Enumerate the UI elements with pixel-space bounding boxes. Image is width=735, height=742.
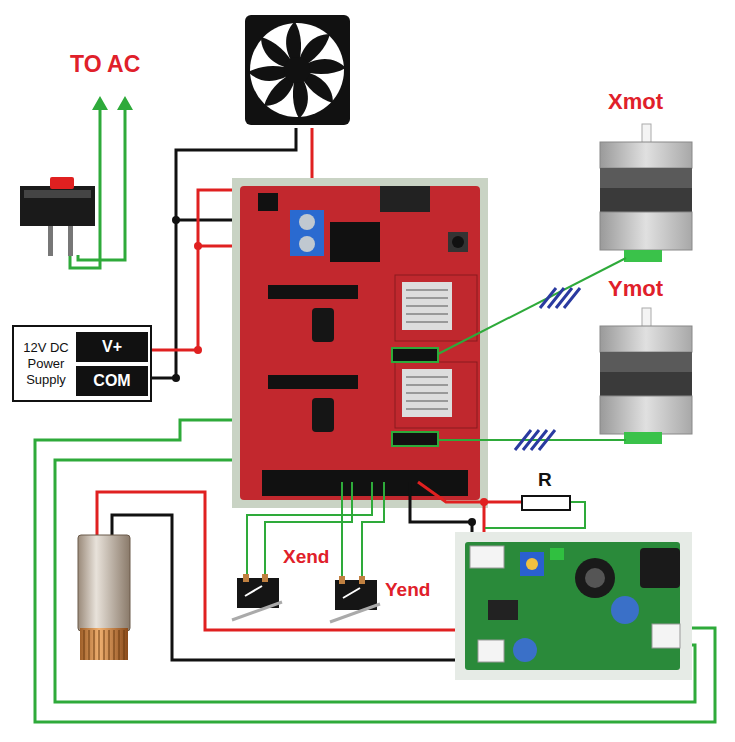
- power-supply-box: 12V DC Power Supply V+ COM: [12, 325, 152, 402]
- device-name: 12V DC Power Supply: [17, 340, 75, 388]
- endstop-label: Xend: [283, 547, 329, 568]
- motor-label: Xmot: [608, 90, 663, 114]
- terminal-box: COM: [76, 366, 148, 396]
- resistor-label: R: [538, 470, 552, 491]
- endstop-label: Yend: [385, 580, 430, 601]
- motor-label: Ymot: [608, 277, 663, 301]
- terminal-name: V+: [102, 338, 122, 356]
- terminal-box: V+: [76, 332, 148, 362]
- ac-label: TO AC: [70, 52, 140, 77]
- terminal-name: COM: [93, 372, 130, 390]
